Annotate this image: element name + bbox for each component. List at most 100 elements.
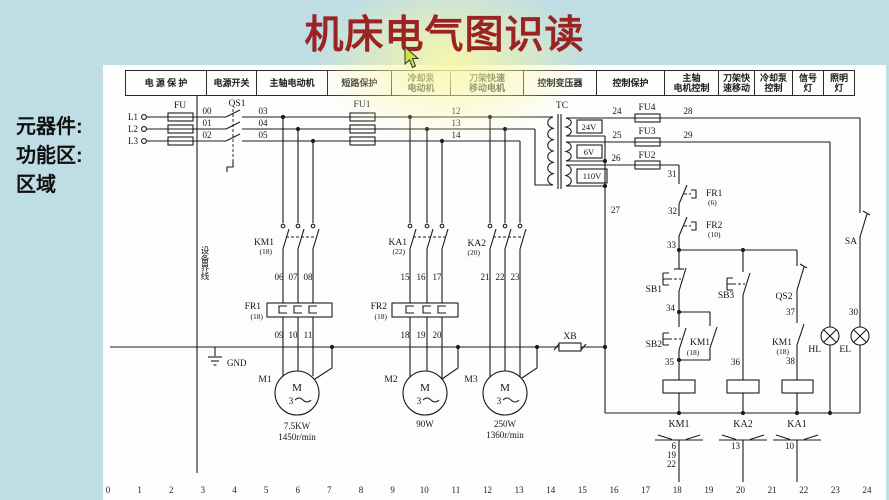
wire-34: 34 [666, 303, 676, 313]
terminal-l3 [141, 138, 147, 144]
tc-24v-winding [564, 117, 572, 137]
scale-number: 3 [200, 485, 206, 495]
fr2-nc-contact [678, 216, 688, 237]
label-fr2-contact-ref: (10) [708, 230, 721, 239]
header-cell-power-switch: 电源开关 [206, 70, 257, 96]
scale-number: 20 [736, 485, 745, 495]
label-xb: XB [563, 332, 576, 342]
label-km1-aux-ref: (18) [687, 348, 700, 357]
function-zone-header: 电 源 保 护 电源开关 主轴电动机 短路保护 冷却泵 电动机 刀架快速 移动电… [125, 70, 855, 96]
xref-km1-19: 19 [667, 450, 677, 460]
scale-number: 23 [830, 485, 840, 495]
fr2-thermal-relay [391, 302, 459, 318]
ka2-contact-xref: 13 [719, 434, 767, 482]
wire-21: 21 [481, 272, 490, 282]
scale-number: 6 [295, 485, 301, 495]
header-cell-power-protection: 电 源 保 护 [125, 70, 207, 96]
xref-ka2-13: 13 [731, 441, 741, 451]
motor-m1-letter: M [292, 382, 302, 394]
header-cell-spindle-motor: 主轴电动机 [256, 70, 328, 96]
wire-35: 35 [665, 357, 675, 367]
header-cell-toolpost-rapid-control: 刀架快 速移动 [718, 70, 755, 96]
km1-coil [662, 379, 696, 394]
fr1-nc-contact [678, 184, 688, 205]
header-cell-coolant-pump-motor: 冷却泵 电动机 [391, 70, 451, 96]
scale-number: 19 [704, 485, 714, 495]
scale-number: 18 [672, 485, 682, 495]
wire-10: 10 [289, 330, 299, 340]
label-coil-ka2: KA2 [733, 419, 752, 430]
label-qs2: QS2 [776, 292, 793, 302]
label-fu: FU [174, 101, 186, 111]
wire-20: 20 [433, 330, 443, 340]
scale-number: 15 [577, 485, 587, 495]
scale-number: 7 [327, 485, 332, 495]
label-sb1: SB1 [646, 285, 663, 295]
label-coil-km1: KM1 [668, 419, 689, 430]
m3-speed: 1360r/min [486, 430, 524, 440]
motor-m2 [402, 370, 448, 416]
label-ka1: KA1 [389, 238, 408, 248]
spindle-motor-branch: KM1 (18) 06 07 08 FR1 (18) 09 10 11 M1 M… [245, 117, 333, 442]
label-6v: 6V [584, 147, 595, 157]
label-m3: M3 [464, 375, 477, 385]
scale-number: 21 [767, 485, 777, 495]
km1-main-blade-2 [297, 228, 305, 250]
fuse-fu3 [634, 137, 661, 147]
motor-m1 [274, 370, 320, 416]
label-fr2-ref: (18) [375, 312, 388, 321]
label-fu2: FU2 [639, 151, 656, 161]
scale-number: 12 [483, 485, 492, 495]
scale-number: 22 [799, 485, 809, 495]
scale-number: 10 [419, 485, 429, 495]
wire-14: 14 [452, 130, 462, 140]
label-gnd: GND [227, 358, 247, 368]
page-title: 机床电气图识读 [304, 14, 585, 57]
wire-01: 01 [203, 118, 212, 128]
side-label-region: 区域 [16, 174, 56, 196]
label-fu3: FU3 [639, 127, 656, 137]
label-fr1-contact-ref: (6) [708, 198, 717, 207]
wire-12: 12 [452, 106, 461, 116]
scale-number: 8 [358, 485, 364, 495]
label-coil-ka1: KA1 [787, 419, 806, 430]
scale-number: 1 [137, 485, 142, 495]
wire-24: 24 [613, 106, 623, 116]
xref-ka1-10: 10 [785, 441, 795, 451]
label-l1: L1 [128, 112, 138, 122]
wire-18: 18 [401, 330, 411, 340]
motor-m2-letter: M [420, 382, 430, 394]
label-ka2-ref: (20) [468, 248, 481, 257]
header-cell-signal-lamp: 信号 灯 [792, 70, 824, 96]
wire-33: 33 [667, 240, 677, 250]
wire-29: 29 [684, 130, 694, 140]
scale-number: 9 [390, 485, 395, 495]
wire-11: 11 [304, 330, 313, 340]
label-qs1: QS1 [229, 99, 246, 109]
label-l3: L3 [128, 136, 138, 146]
label-km1: KM1 [254, 238, 274, 248]
sa-switch [859, 213, 868, 238]
label-m2: M2 [384, 375, 397, 385]
wire-08: 08 [304, 272, 314, 282]
junction-dots [280, 114, 833, 416]
motor-m3 [482, 370, 528, 416]
km1-no-contact [796, 323, 805, 346]
wire-22: 22 [496, 272, 505, 282]
side-labels: 元器件: 功能区: 区域 [16, 113, 83, 200]
header-cell-spindle-motor-control: 主轴 电机控制 [664, 70, 719, 96]
xref-km1-22: 22 [667, 459, 676, 469]
label-sa: SA [845, 237, 857, 247]
label-hl: HL [808, 345, 821, 355]
qs2-switch [796, 266, 805, 291]
wire-13: 13 [452, 118, 462, 128]
wire-17: 17 [433, 272, 443, 282]
label-fr2-contact: FR2 [706, 221, 723, 231]
motor-m2-phase: 3 [417, 396, 422, 406]
wire-32: 32 [668, 206, 677, 216]
tc-110v-winding [564, 164, 572, 187]
xb-terminal [558, 342, 582, 352]
circuit-schematic: 设备界线 L1 L2 L3 FU QS1 FU1 00 01 02 03 04 … [110, 96, 871, 482]
tc-primary-winding [547, 116, 555, 186]
header-cell-control-protection: 控制保护 [596, 70, 665, 96]
